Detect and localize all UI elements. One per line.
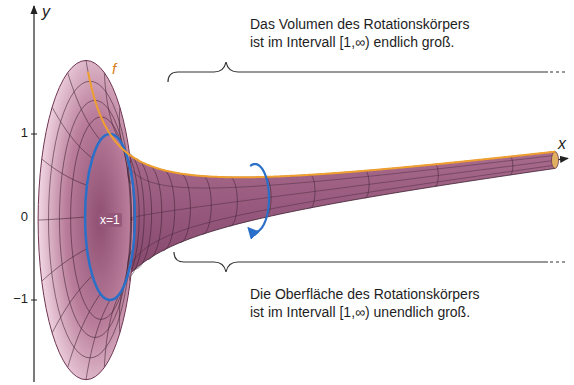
y-axis	[33, 6, 34, 382]
axis-tick	[31, 300, 37, 301]
surface-meridian	[68, 294, 101, 368]
brace-continuation	[550, 261, 568, 262]
tick-label: −1	[6, 291, 28, 307]
surface-meridian	[52, 276, 92, 333]
surface-meridian	[135, 160, 558, 217]
rotation-arrow	[249, 164, 269, 232]
surface-ring	[49, 81, 132, 358]
cross-section-circle	[85, 134, 135, 300]
callout-note: Die Oberfläche des Rotationskörpers ist …	[250, 286, 486, 321]
surface-brace	[174, 252, 548, 272]
surface-meridian	[68, 73, 101, 141]
axis-tick	[31, 134, 37, 135]
surface-ring	[135, 158, 152, 269]
surface-meridian	[42, 159, 87, 185]
circle-label: x=1	[98, 213, 122, 227]
surface-meridian	[42, 249, 87, 281]
horn-body	[86, 60, 555, 379]
axis-label: y	[42, 2, 50, 21]
surface-meridian	[130, 165, 557, 266]
tick-label: 0	[6, 209, 28, 225]
surface-meridian	[104, 294, 119, 368]
volume-brace	[168, 62, 548, 82]
function-label: f	[112, 60, 116, 78]
tube-end	[551, 152, 558, 169]
surface-meridian	[38, 217, 85, 220]
surface-meridian	[52, 107, 92, 158]
callout-note: Das Volumen des Rotationskörpers ist im …	[250, 16, 476, 51]
brace-continuation	[550, 71, 568, 72]
axis-label: x	[558, 134, 566, 153]
tick-label: 1	[6, 125, 28, 141]
graph-f	[88, 72, 555, 178]
